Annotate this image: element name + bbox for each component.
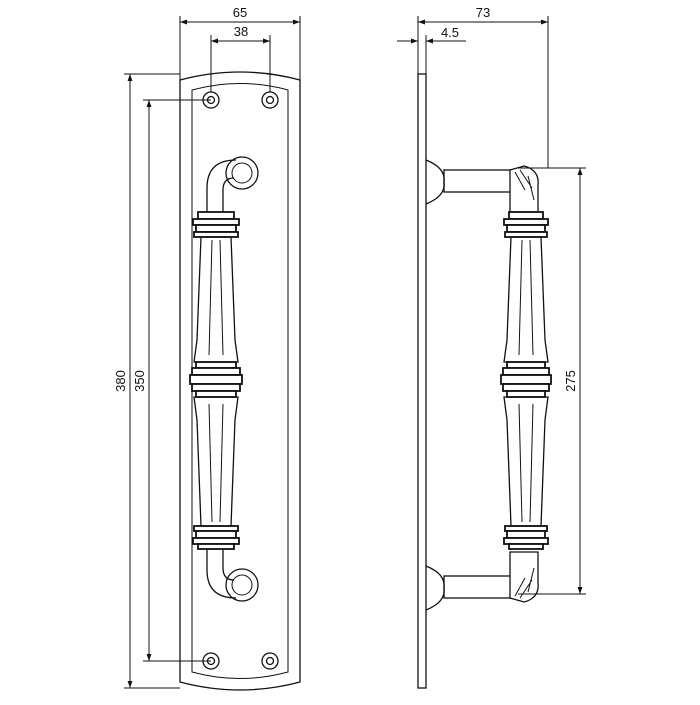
side-handle-grip xyxy=(503,236,549,527)
side-view xyxy=(417,73,552,689)
side-dimension-plate-thickness: 4.5 xyxy=(397,25,466,74)
dim-label-plate-height: 380 xyxy=(113,370,128,392)
front-dimension-plate-width: 65 xyxy=(179,5,301,80)
dim-label-hole-centres: 350 xyxy=(132,370,147,392)
front-bottom-bracket xyxy=(206,548,259,602)
front-backplate-inner-edge xyxy=(191,83,289,679)
dim-label-projection: 73 xyxy=(476,5,490,20)
front-handle-grip xyxy=(193,236,239,527)
side-dimension-projection: 73 xyxy=(417,5,549,168)
front-dimension-plate-height: 380 xyxy=(113,73,180,689)
front-handle-collars xyxy=(189,211,243,550)
screw-hole-bottom-right xyxy=(261,652,279,670)
front-dimension-hole-centres: 350 xyxy=(132,99,211,662)
dim-label-hole-spacing: 38 xyxy=(234,24,248,39)
side-bottom-arm xyxy=(425,551,539,611)
screw-hole-top-right xyxy=(261,91,279,109)
side-dimension-handle-centres: 275 xyxy=(518,167,586,595)
dim-label-handle-centres: 275 xyxy=(563,370,578,392)
dim-label-plate-width: 65 xyxy=(233,5,247,20)
front-view xyxy=(179,71,301,691)
side-top-arm xyxy=(425,159,539,213)
front-dimension-hole-spacing: 38 xyxy=(210,24,271,92)
side-handle-collars xyxy=(500,211,552,550)
front-backplate xyxy=(179,71,301,691)
front-top-bracket xyxy=(206,156,259,212)
side-backplate xyxy=(417,73,427,689)
dim-label-plate-thickness: 4.5 xyxy=(441,25,459,40)
